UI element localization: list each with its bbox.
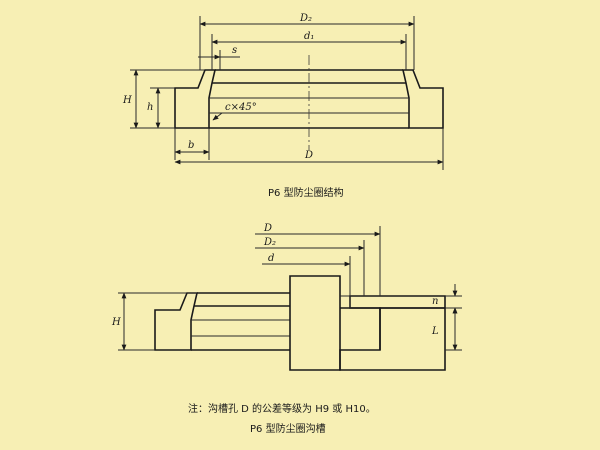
top-seal-right-section xyxy=(401,69,444,129)
top-label-c45: c×45° xyxy=(225,102,257,113)
bottom-label-H: H xyxy=(111,317,121,328)
bottom-label-n: n xyxy=(432,296,438,307)
bottom-label-L: L xyxy=(431,326,439,337)
top-label-H: H xyxy=(122,95,132,106)
top-label-b: b xyxy=(188,140,194,151)
top-seal-drawing: D₂ d₁ s H h c×45° b D xyxy=(122,13,444,170)
bottom-seal-section xyxy=(154,292,199,351)
top-label-h: h xyxy=(147,102,153,113)
bottom-label-D2: D₂ xyxy=(263,237,276,248)
bottom-groove-drawing: D D₂ d H n L xyxy=(111,223,462,371)
bottom-label-D: D xyxy=(263,223,272,234)
top-label-s: s xyxy=(232,45,237,56)
bottom-housing-lower xyxy=(339,307,446,371)
bottom-note: 注：沟槽孔 D 的公差等级为 H9 或 H10。 xyxy=(188,402,376,415)
bottom-housing-upper xyxy=(349,295,446,309)
bottom-label-d: d xyxy=(268,253,274,264)
bottom-rod-block xyxy=(289,275,341,371)
top-label-D2: D₂ xyxy=(299,13,312,24)
bottom-caption: P6 型防尘圈沟槽 xyxy=(250,422,326,435)
top-label-d1: d₁ xyxy=(304,31,314,42)
top-seal-left-section xyxy=(174,69,217,129)
top-label-D: D xyxy=(304,150,313,161)
top-caption: P6 型防尘圈结构 xyxy=(268,186,344,199)
